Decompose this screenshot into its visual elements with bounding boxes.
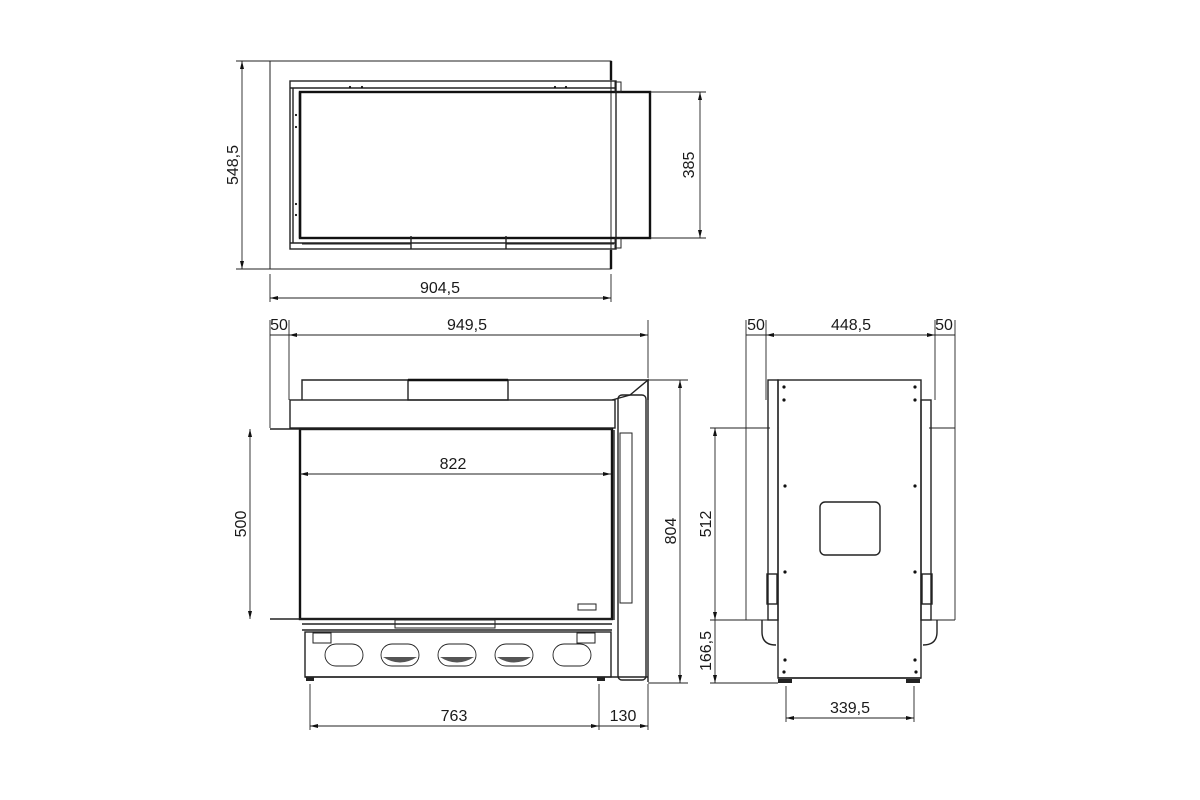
side-view-body xyxy=(777,379,922,679)
dim-front-left-offset: 50 xyxy=(270,317,288,334)
dim-side-upper-height: 512 xyxy=(698,511,715,538)
dim-front-base-width: 763 xyxy=(441,708,468,725)
dim-side-left-offset: 50 xyxy=(747,317,765,334)
top-view-glass-box xyxy=(298,90,652,240)
dim-top-overall-depth: 548,5 xyxy=(225,145,242,185)
dim-side-right-offset: 50 xyxy=(935,317,953,334)
dim-front-opening-height: 500 xyxy=(233,511,250,538)
dim-top-glass-depth: 385 xyxy=(681,152,698,179)
dim-front-opening-width: 822 xyxy=(440,456,467,473)
front-view-base xyxy=(304,631,612,678)
dim-side-lower-height: 166,5 xyxy=(698,631,715,671)
dim-front-top-width: 949,5 xyxy=(447,317,487,334)
top-view: 548,5 385 904,5 xyxy=(225,60,706,302)
dim-side-body-width: 448,5 xyxy=(831,317,871,334)
side-view-access-panel xyxy=(819,501,881,556)
front-view: 50 949,5 822 500 xyxy=(233,317,688,730)
dim-front-side-offset: 130 xyxy=(610,708,637,725)
top-view-envelope xyxy=(269,60,612,270)
side-view: 50 448,5 50 xyxy=(698,317,956,722)
dim-front-overall-height: 804 xyxy=(663,518,680,545)
dim-side-base-width: 339,5 xyxy=(830,700,870,717)
dim-top-overall-width: 904,5 xyxy=(420,280,460,297)
top-view-body xyxy=(289,80,617,250)
